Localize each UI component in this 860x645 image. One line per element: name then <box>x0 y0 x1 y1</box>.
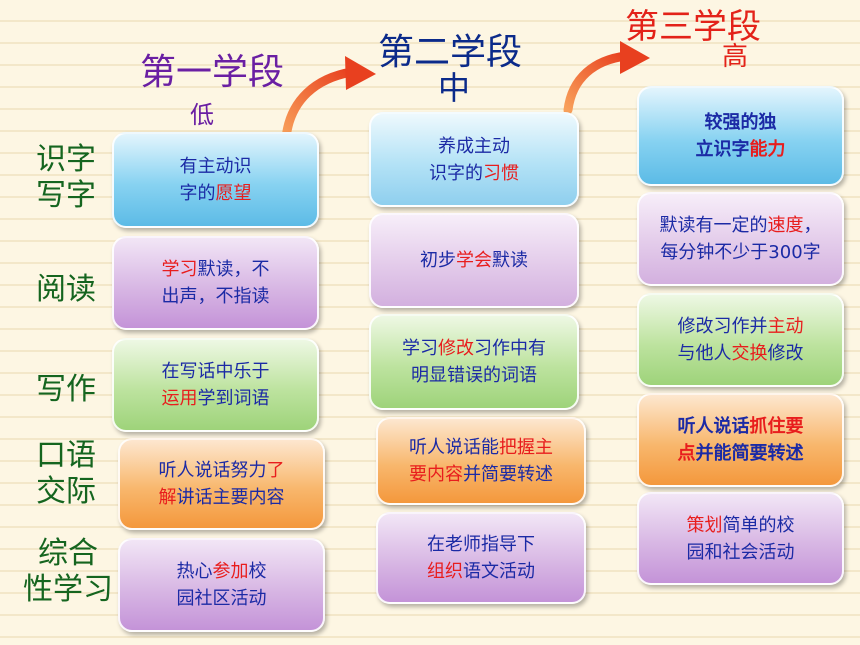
card-s3-reading: 默读有一定的速度， 每分钟不少于300字 <box>637 192 844 286</box>
stage1-title: 第一学段 <box>140 52 285 93</box>
card-s2-oral: 听人说话能把握主 要内容并简要转述 <box>376 417 586 505</box>
card-s1-literacy: 有主动识 字的愿望 <box>112 132 319 228</box>
stage2-level: 中 <box>438 69 471 107</box>
stage2-title: 第二学段 <box>378 32 523 73</box>
card-s3-literacy: 较强的独 立识字能力 <box>637 86 844 186</box>
stage1-level: 低 <box>190 101 214 129</box>
card-s1-comprehensive: 热心参加校 园社区活动 <box>118 538 325 632</box>
card-s3-comprehensive: 策划简单的校 园和社会活动 <box>637 492 844 585</box>
row-label-comprehensive: 综合 性学习 <box>23 536 113 607</box>
row-label-literacy: 识字 写字 <box>36 142 96 213</box>
card-s2-literacy: 养成主动 识字的习惯 <box>369 112 579 207</box>
stage3-level: 高 <box>722 42 749 72</box>
card-s2-comprehensive: 在老师指导下 组织语文活动 <box>376 512 586 604</box>
card-s1-reading: 学习默读，不 出声，不指读 <box>112 236 319 330</box>
row-label-reading: 阅读 <box>36 272 96 307</box>
card-s3-writing: 修改习作并主动 与他人交换修改 <box>637 293 844 387</box>
card-s1-writing: 在写话中乐于 运用学到词语 <box>112 338 319 432</box>
card-s1-oral: 听人说话努力了 解讲话主要内容 <box>118 438 325 530</box>
card-s3-oral: 听人说话抓住要 点并能简要转述 <box>637 393 844 487</box>
card-s2-reading: 初步学会默读 <box>369 213 579 308</box>
card-s2-writing: 学习修改习作中有 明显错误的词语 <box>369 314 579 410</box>
row-label-oral: 口语 交际 <box>36 438 96 509</box>
arrow-stage1-to-stage2 <box>281 56 376 143</box>
stage3-title: 第三学段 <box>625 7 761 47</box>
row-label-writing: 写作 <box>36 372 96 407</box>
